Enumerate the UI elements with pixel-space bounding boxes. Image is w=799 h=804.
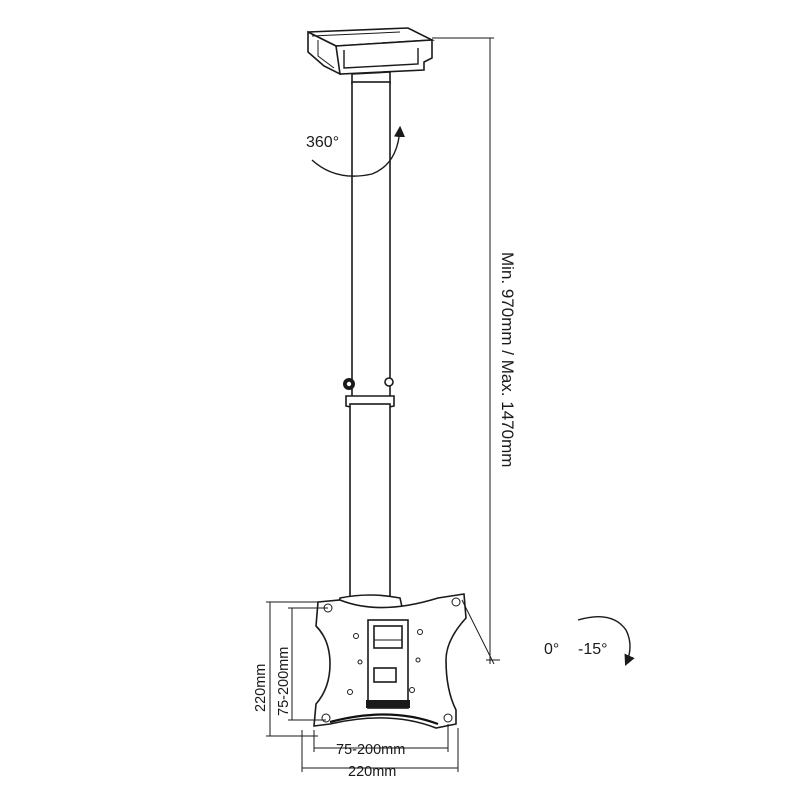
upper-tube <box>351 81 391 403</box>
vesa-height-inner-label: 75-200mm <box>276 647 292 716</box>
vesa-height-outer-label: 220mm <box>253 664 269 712</box>
rotate-arrow-icon <box>311 125 406 177</box>
tilt-indicator: 0° -15° <box>544 616 635 667</box>
vesa-width-inner-label: 75-200mm <box>336 742 405 758</box>
vesa-height-dimensions: 220mm 75-200mm <box>253 601 328 737</box>
tilt-arrow-icon <box>577 616 635 667</box>
tilt-max-label: -15° <box>578 641 608 658</box>
height-dimension: Min. 970mm / Max. 1470mm <box>432 37 517 665</box>
ceiling-bracket <box>307 27 436 88</box>
height-range-label: Min. 970mm / Max. 1470mm <box>498 252 517 467</box>
vesa-width-dimensions: 75-200mm 220mm <box>301 724 459 780</box>
vesa-plate <box>313 593 467 729</box>
height-lock-knobs <box>343 377 394 390</box>
tilt-min-label: 0° <box>544 641 559 658</box>
rotation-indicator: 360° <box>306 125 406 177</box>
lower-tube <box>349 403 391 611</box>
rotation-label: 360° <box>306 134 339 151</box>
vesa-width-outer-label: 220mm <box>348 764 396 780</box>
